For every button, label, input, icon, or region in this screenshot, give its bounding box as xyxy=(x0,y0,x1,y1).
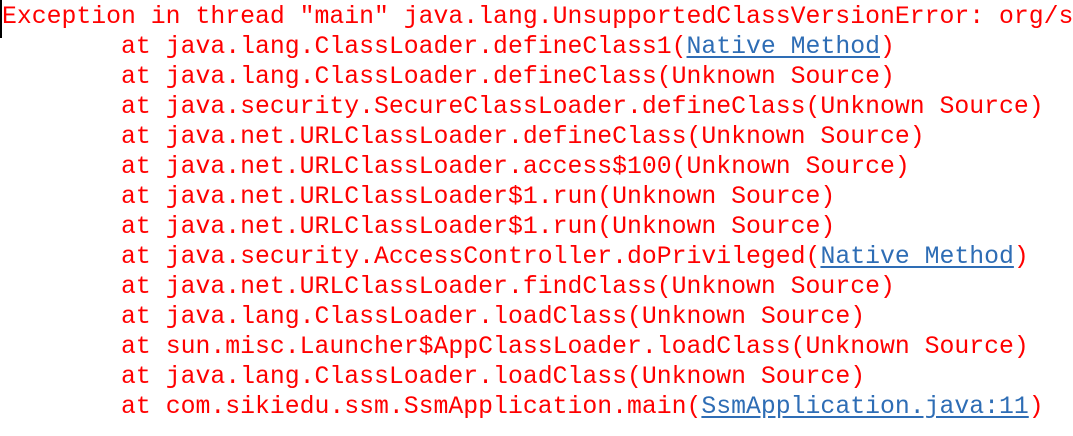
stack-frame-line: at java.lang.ClassLoader.loadClass(Unkno… xyxy=(2,362,1073,392)
stack-frame-line: at com.sikiedu.ssm.SsmApplication.main(S… xyxy=(2,392,1073,422)
stderr-text: ) xyxy=(879,33,895,61)
stack-frame-line: at java.security.SecureClassLoader.defin… xyxy=(2,92,1073,122)
stderr-text: at java.security.AccessController.doPriv… xyxy=(2,243,821,271)
stack-frame-line: at java.net.URLClassLoader$1.run(Unknown… xyxy=(2,212,1073,242)
stderr-text: at java.lang.ClassLoader.loadClass(Unkno… xyxy=(2,303,866,331)
stderr-text: Exception in thread "main" java.lang.Uns… xyxy=(2,3,1073,31)
stack-trace-source-link[interactable]: Native Method xyxy=(686,33,880,61)
stack-trace: Exception in thread "main" java.lang.Uns… xyxy=(2,2,1073,422)
stderr-text: at java.lang.ClassLoader.defineClass(Unk… xyxy=(2,63,895,91)
stack-trace-source-link[interactable]: SsmApplication.java:11 xyxy=(701,393,1029,421)
stderr-text: at sun.misc.Launcher$AppClassLoader.load… xyxy=(2,333,1029,361)
text-caret xyxy=(0,0,2,38)
stderr-text: at java.net.URLClassLoader.access$100(Un… xyxy=(2,153,910,181)
stderr-text: at java.lang.ClassLoader.defineClass1( xyxy=(2,33,687,61)
stack-frame-line: at java.net.URLClassLoader.access$100(Un… xyxy=(2,152,1073,182)
stderr-text: at java.net.URLClassLoader$1.run(Unknown… xyxy=(2,183,836,211)
stack-frame-line: at java.net.URLClassLoader$1.run(Unknown… xyxy=(2,182,1073,212)
stack-frame-line: at java.net.URLClassLoader.defineClass(U… xyxy=(2,122,1073,152)
stack-frame-line: at java.lang.ClassLoader.defineClass1(Na… xyxy=(2,32,1073,62)
stderr-text: ) xyxy=(1013,243,1029,271)
stderr-text: at java.security.SecureClassLoader.defin… xyxy=(2,93,1044,121)
stack-frame-line: at java.net.URLClassLoader.findClass(Unk… xyxy=(2,272,1073,302)
stderr-text: at java.net.URLClassLoader.defineClass(U… xyxy=(2,123,925,151)
stack-frame-line: at java.lang.ClassLoader.defineClass(Unk… xyxy=(2,62,1073,92)
stderr-text: ) xyxy=(1028,393,1044,421)
stderr-text: at com.sikiedu.ssm.SsmApplication.main( xyxy=(2,393,702,421)
stack-frame-line: at java.security.AccessController.doPriv… xyxy=(2,242,1073,272)
stack-trace-source-link[interactable]: Native Method xyxy=(820,243,1014,271)
stderr-text: at java.net.URLClassLoader$1.run(Unknown… xyxy=(2,213,836,241)
stderr-text: at java.lang.ClassLoader.loadClass(Unkno… xyxy=(2,363,866,391)
stack-frame-line: at sun.misc.Launcher$AppClassLoader.load… xyxy=(2,332,1073,362)
exception-message-line: Exception in thread "main" java.lang.Uns… xyxy=(2,2,1073,32)
stack-frame-line: at java.lang.ClassLoader.loadClass(Unkno… xyxy=(2,302,1073,332)
stderr-text: at java.net.URLClassLoader.findClass(Unk… xyxy=(2,273,895,301)
